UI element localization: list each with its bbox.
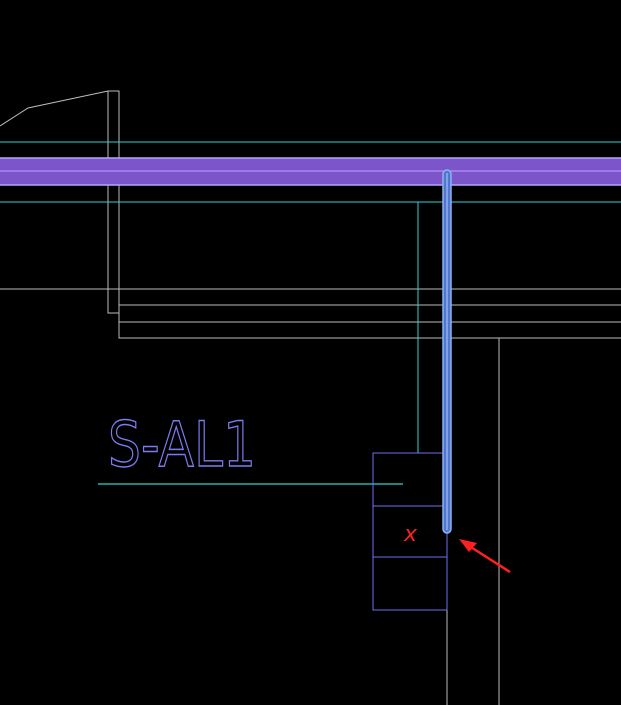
panel-label: S-AL1 bbox=[108, 408, 256, 481]
structure-outline[interactable] bbox=[0, 90, 621, 339]
red-arrow bbox=[459, 539, 511, 574]
vertical-pipe[interactable] bbox=[442, 169, 452, 534]
red-x-marker: x bbox=[403, 522, 418, 547]
